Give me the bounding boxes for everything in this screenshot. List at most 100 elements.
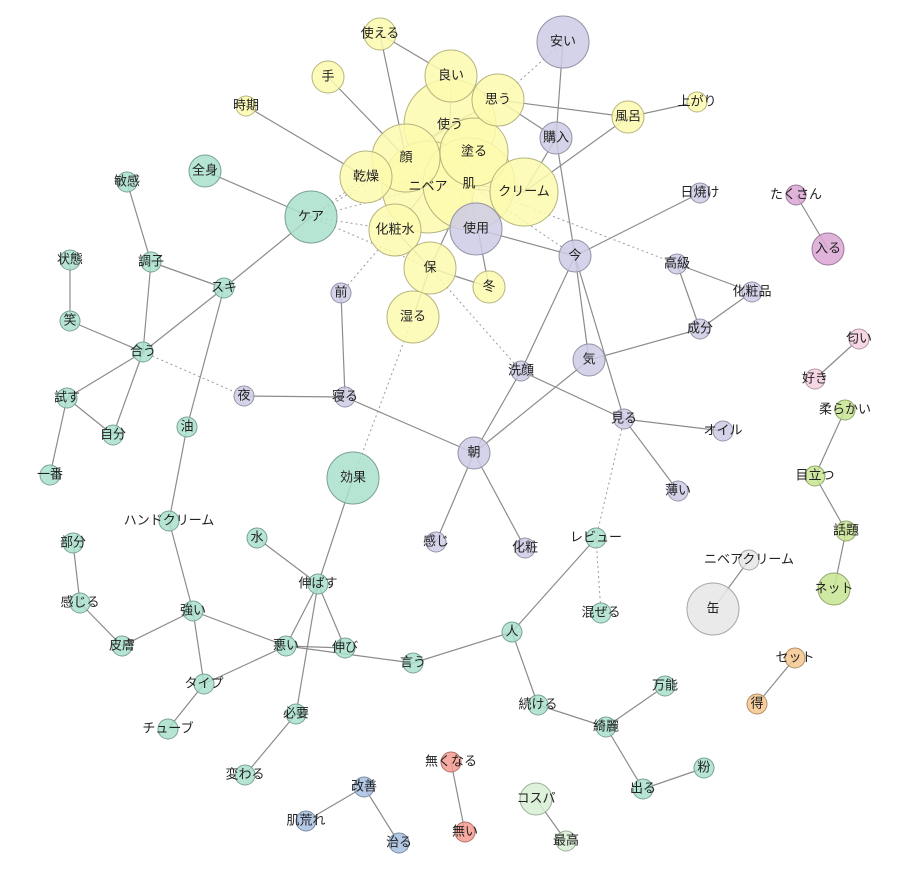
node-冬[interactable]: [472, 270, 506, 304]
node-改善[interactable]: [353, 776, 375, 798]
node-伸ばす[interactable]: [307, 573, 329, 595]
node-自分[interactable]: [102, 424, 124, 446]
node-入る[interactable]: [811, 232, 845, 266]
node-洗顔[interactable]: [510, 360, 532, 382]
edge-70: [121, 610, 194, 647]
node-状態[interactable]: [59, 249, 81, 271]
node-良い[interactable]: [424, 49, 478, 103]
node-ケア[interactable]: [284, 190, 338, 244]
node-セット[interactable]: [784, 647, 806, 669]
node-circle-一番: [39, 464, 61, 486]
node-circle-感じ: [425, 531, 447, 553]
node-乾燥[interactable]: [339, 150, 393, 204]
node-たくさん[interactable]: [785, 184, 807, 206]
node-上がり[interactable]: [686, 91, 708, 113]
node-合う[interactable]: [132, 341, 154, 363]
node-最高[interactable]: [555, 830, 577, 852]
node-購入[interactable]: [539, 121, 573, 155]
node-伸び[interactable]: [334, 637, 356, 659]
node-手[interactable]: [311, 60, 345, 94]
node-circle-悪い: [275, 635, 297, 657]
node-無い[interactable]: [454, 821, 476, 843]
node-風呂[interactable]: [611, 100, 645, 134]
node-思う[interactable]: [471, 73, 525, 127]
node-無くなる[interactable]: [440, 751, 462, 773]
node-時期[interactable]: [235, 95, 257, 117]
node-試す[interactable]: [56, 387, 78, 409]
node-化粧[interactable]: [514, 537, 536, 559]
node-見る[interactable]: [613, 408, 635, 430]
node-夜[interactable]: [233, 385, 255, 407]
node-水[interactable]: [246, 527, 268, 549]
node-化粧品[interactable]: [741, 281, 763, 303]
node-強い[interactable]: [182, 600, 204, 622]
node-万能[interactable]: [654, 675, 676, 697]
node-気[interactable]: [572, 343, 606, 377]
node-笑[interactable]: [59, 310, 81, 332]
node-スキ[interactable]: [213, 277, 235, 299]
node-続ける[interactable]: [527, 694, 549, 716]
node-circle-缶: [686, 582, 740, 636]
edge-67: [168, 426, 188, 522]
node-肌荒れ[interactable]: [295, 810, 317, 832]
node-部分[interactable]: [62, 532, 84, 554]
node-効果[interactable]: [326, 451, 380, 505]
node-今[interactable]: [558, 239, 592, 273]
node-皮膚[interactable]: [111, 635, 133, 657]
node-高級[interactable]: [666, 253, 688, 275]
node-人[interactable]: [501, 621, 523, 643]
node-寝る[interactable]: [334, 386, 356, 408]
node-言う[interactable]: [402, 652, 424, 674]
node-湿る[interactable]: [386, 290, 440, 344]
node-使用[interactable]: [449, 202, 503, 256]
node-匂い[interactable]: [848, 328, 870, 350]
node-好き[interactable]: [804, 368, 826, 390]
node-保[interactable]: [403, 241, 457, 295]
node-混ぜる[interactable]: [590, 602, 612, 624]
node-安い[interactable]: [536, 15, 590, 69]
node-ニベアクリーム[interactable]: [738, 549, 760, 571]
node-治る[interactable]: [388, 832, 410, 854]
node-チューブ[interactable]: [157, 718, 179, 740]
node-一番[interactable]: [39, 464, 61, 486]
node-タイプ[interactable]: [193, 673, 215, 695]
node-目立つ[interactable]: [804, 465, 826, 487]
node-circle-上がり: [686, 91, 708, 113]
node-レビュー[interactable]: [585, 527, 607, 549]
dashed-edge-6: [340, 229, 396, 294]
node-ネット[interactable]: [817, 572, 851, 606]
node-悪い[interactable]: [275, 635, 297, 657]
node-使える[interactable]: [363, 17, 397, 51]
node-話題[interactable]: [835, 520, 857, 542]
node-前[interactable]: [330, 282, 352, 304]
node-綺麗[interactable]: [595, 716, 617, 738]
node-日焼け[interactable]: [689, 182, 711, 204]
node-オイル[interactable]: [712, 420, 734, 442]
node-朝[interactable]: [457, 436, 491, 470]
node-ハンドクリーム[interactable]: [158, 510, 180, 532]
node-全身[interactable]: [188, 154, 222, 188]
node-circle-水: [246, 527, 268, 549]
node-感じる[interactable]: [69, 592, 91, 614]
node-敏感[interactable]: [116, 171, 138, 193]
node-必要[interactable]: [285, 703, 307, 725]
node-得[interactable]: [746, 693, 768, 715]
node-柔らかい[interactable]: [834, 399, 856, 421]
node-缶[interactable]: [686, 582, 740, 636]
node-クリーム[interactable]: [489, 157, 559, 227]
node-circle-無くなる: [440, 751, 462, 773]
node-化粧水[interactable]: [368, 203, 422, 257]
node-circle-言う: [402, 652, 424, 674]
node-感じ[interactable]: [425, 531, 447, 553]
node-コスパ[interactable]: [519, 782, 553, 816]
node-薄い[interactable]: [667, 480, 689, 502]
node-出る[interactable]: [632, 778, 654, 800]
edge-69: [192, 610, 205, 685]
node-変わる[interactable]: [234, 764, 256, 786]
node-油[interactable]: [176, 416, 198, 438]
node-塗る[interactable]: [439, 117, 509, 187]
node-成分[interactable]: [689, 318, 711, 340]
node-粉[interactable]: [693, 757, 715, 779]
edge-94: [814, 475, 847, 532]
node-調子[interactable]: [140, 251, 162, 273]
